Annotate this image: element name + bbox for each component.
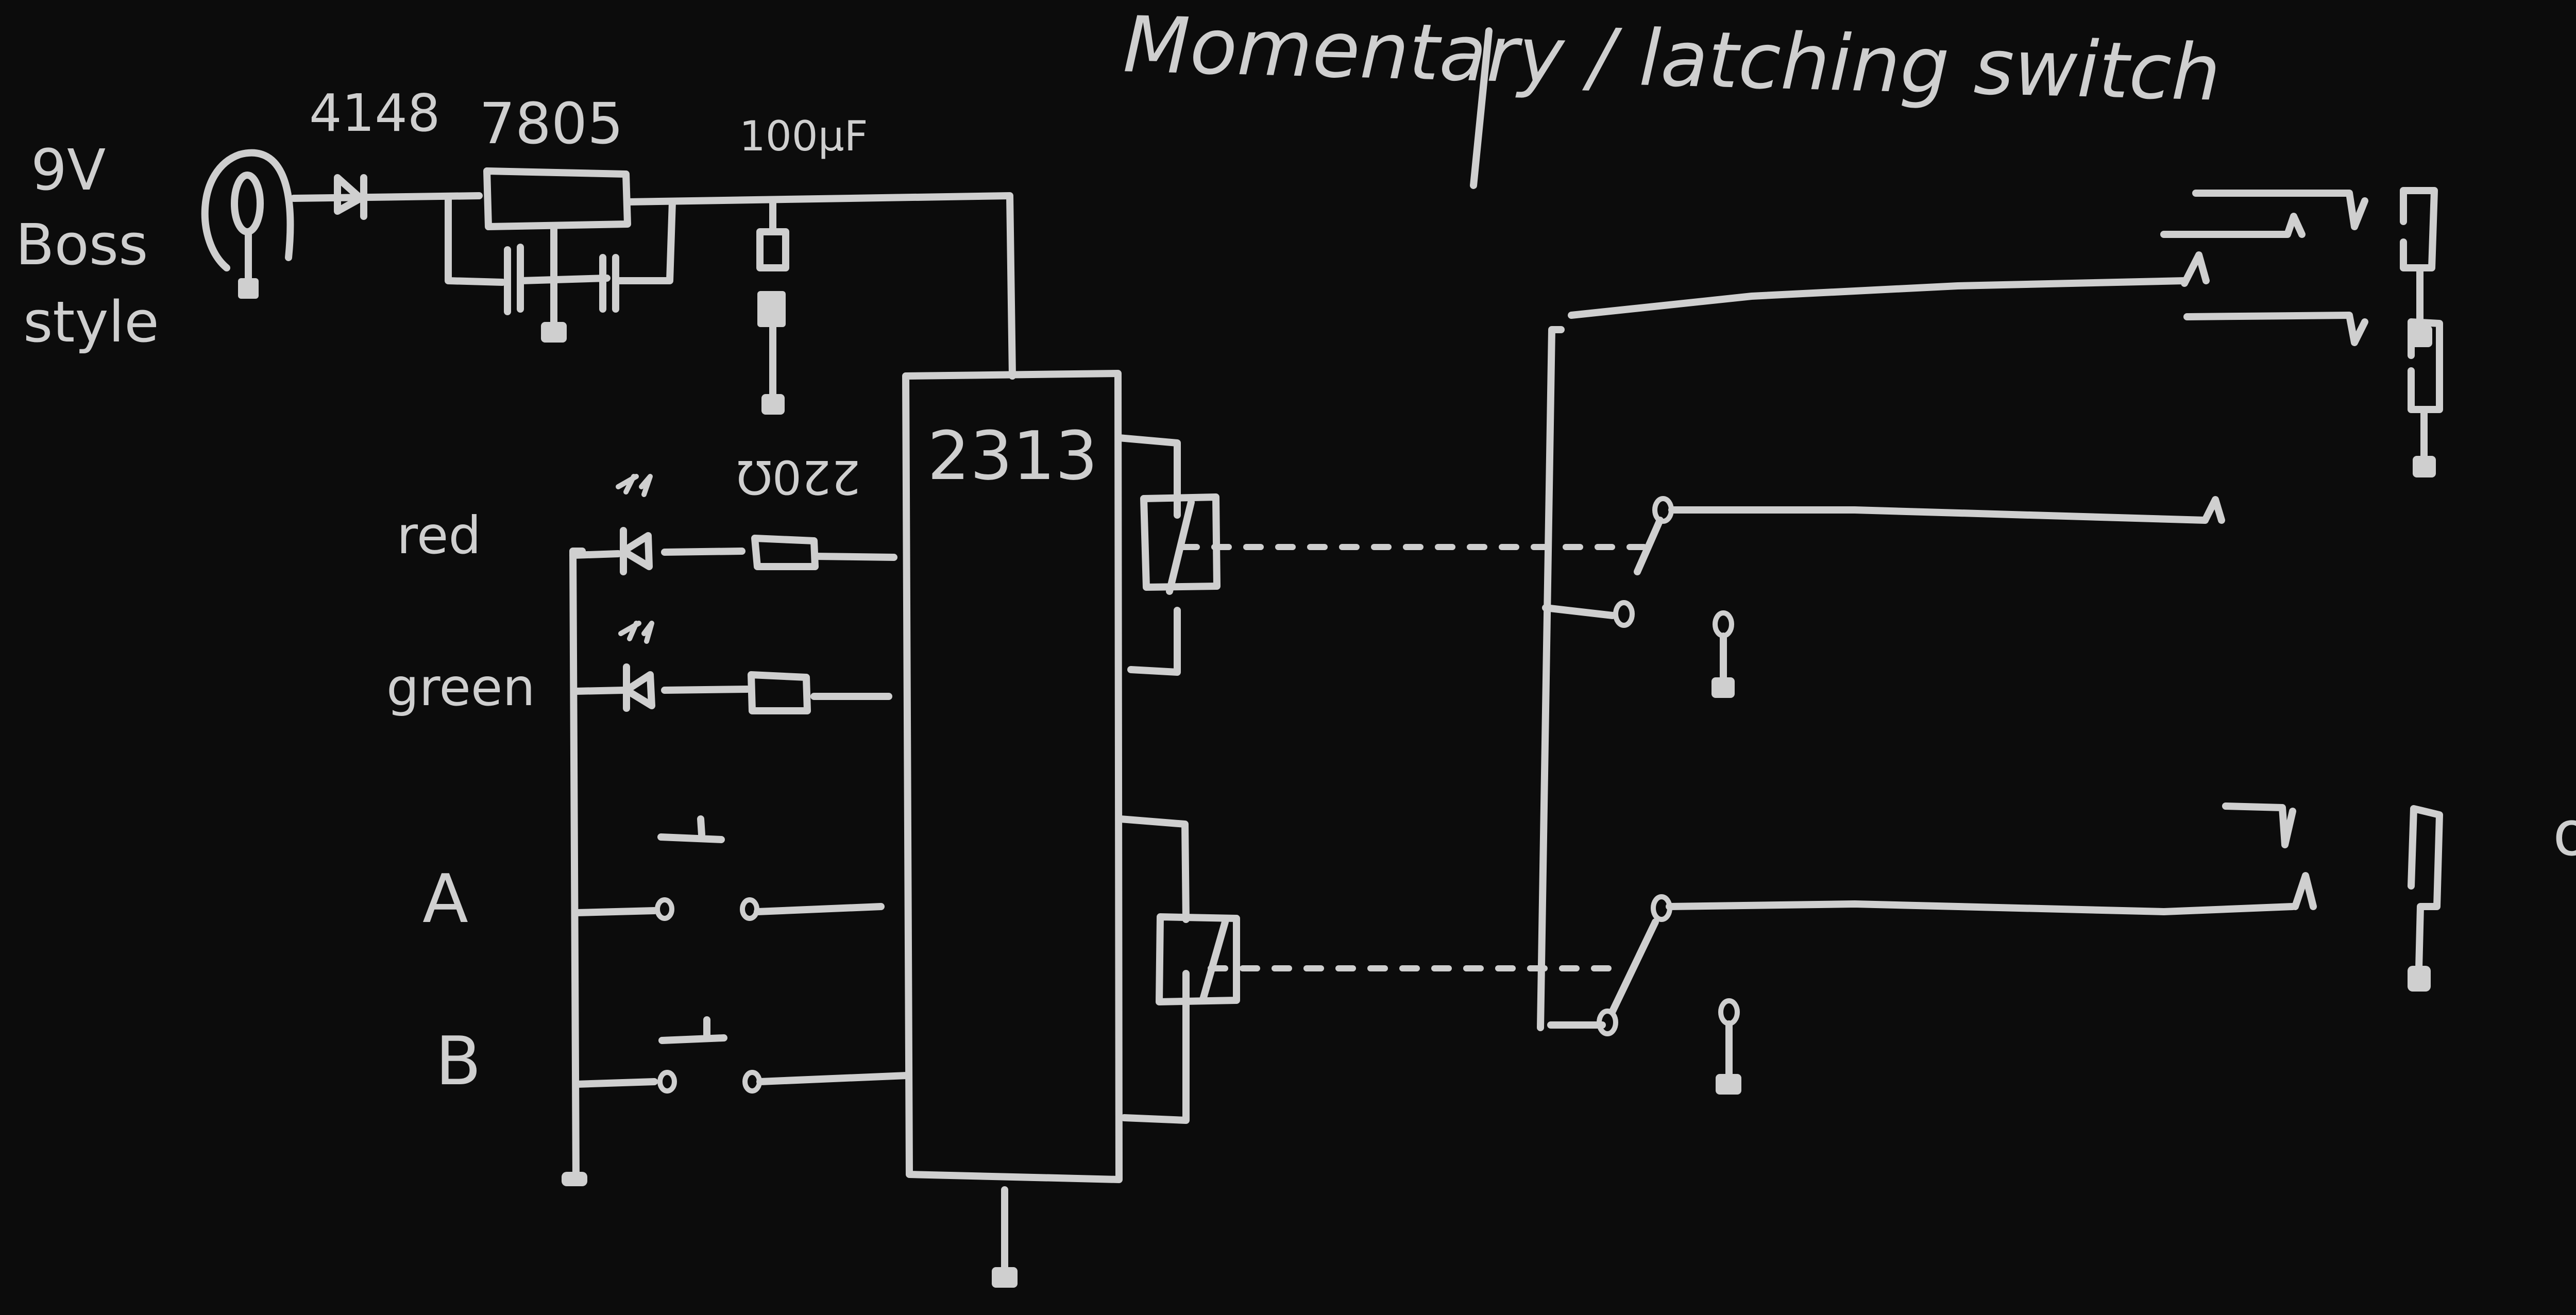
pushbutton-icon: [572, 815, 885, 921]
spdt-contact-icon: [1542, 496, 2225, 698]
mcu-label: 2313: [927, 417, 1098, 495]
jack-outb-label: outB: [2553, 798, 2576, 870]
switch-b-label: B: [435, 1022, 482, 1100]
ground-icon: [541, 322, 567, 343]
regulator-icon: [483, 167, 631, 230]
jack-label-line-3: style: [23, 289, 159, 355]
resistor-red-label: 220Ω: [737, 450, 861, 504]
mcu-2313: [902, 370, 1123, 1183]
switch-a-label: A: [422, 860, 468, 938]
led-icon: [572, 621, 655, 712]
diode-icon: [334, 174, 367, 220]
dc-jack-icon: [201, 149, 294, 299]
spdt-contact-icon: [1547, 872, 2317, 1095]
ground-icon: [992, 1267, 1018, 1288]
led-red-label: red: [397, 505, 481, 566]
relay-coil-icon: [1156, 913, 1240, 1005]
pushbutton-icon: [572, 1016, 910, 1094]
resistor-icon: [748, 671, 811, 714]
jack-label-line-1: 9V: [31, 137, 106, 203]
capacitor-label: 100µF: [739, 112, 868, 160]
jack-label-line-2: Boss: [15, 212, 148, 278]
audio-jack-icon: [2222, 802, 2443, 992]
resistor-icon: [751, 535, 819, 570]
led-green-label: green: [386, 657, 535, 718]
title-slash: [1470, 27, 1493, 189]
ground-icon: [562, 1172, 587, 1186]
capacitor-icon: [756, 198, 789, 415]
led-icon: [569, 474, 653, 575]
audio-jack-icon: [2183, 312, 2443, 477]
regulator-label: 7805: [479, 91, 623, 157]
audio-jack-icon: [2192, 187, 2438, 347]
diode-label: 4148: [309, 83, 440, 143]
